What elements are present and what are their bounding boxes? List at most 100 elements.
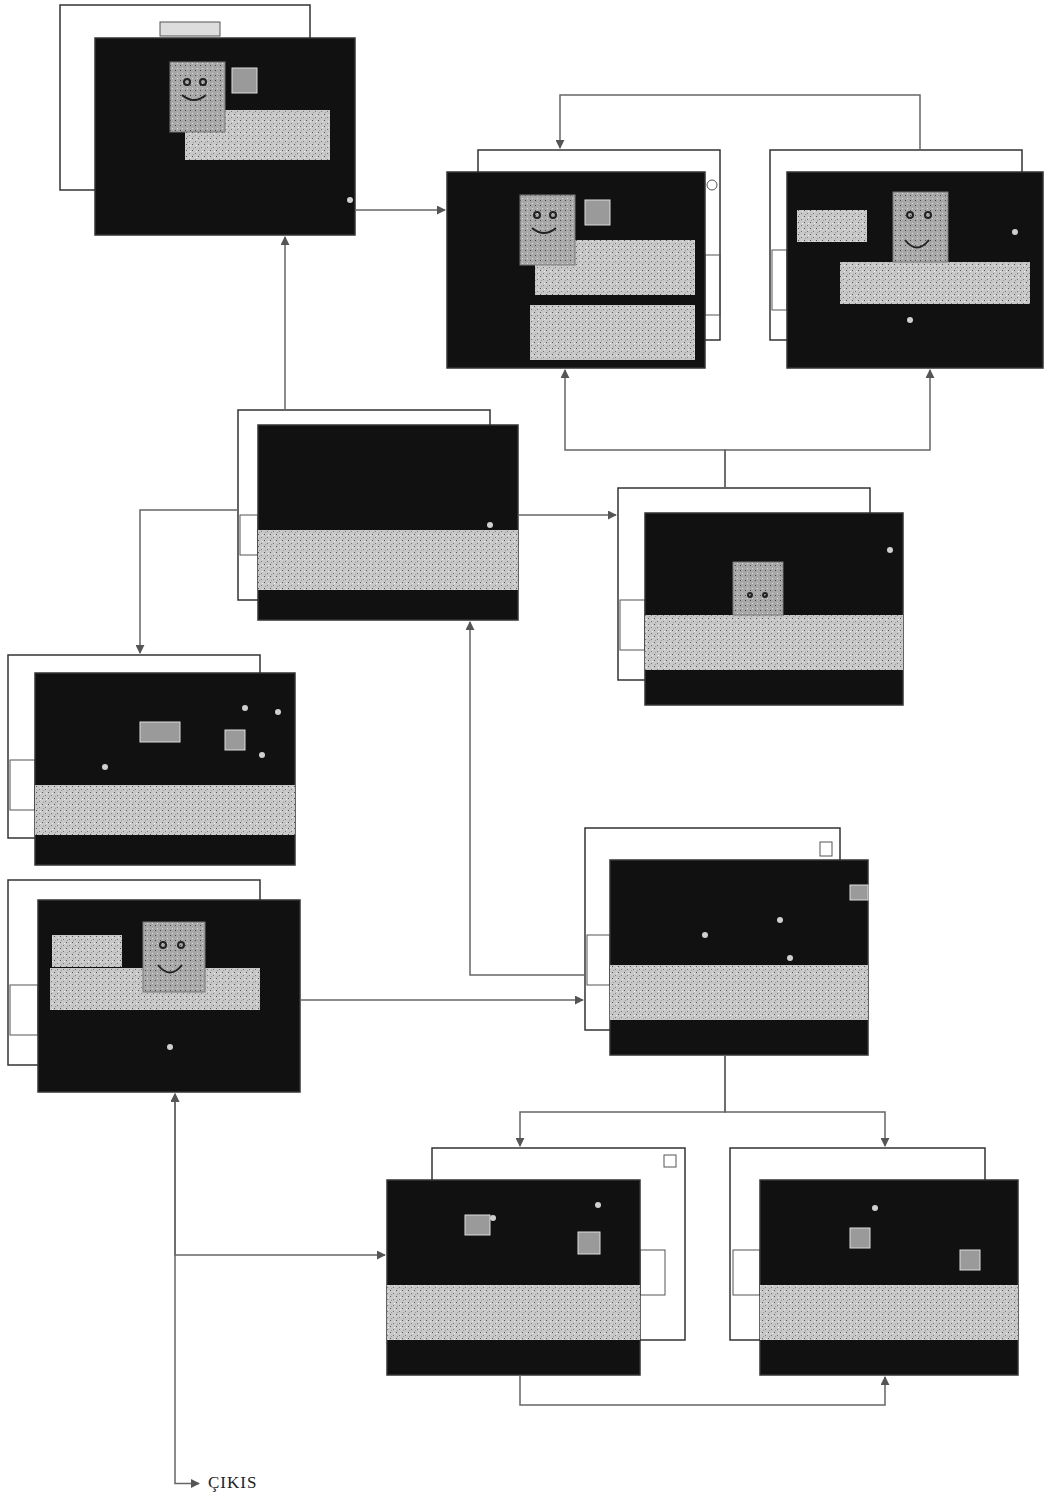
game-screen [238,410,518,620]
flow-arrow [175,1094,199,1484]
game-screens [35,38,1043,1375]
character-faces [893,192,948,262]
face-features [178,942,184,948]
ground-bands [840,262,1030,304]
ground-bands [35,110,1030,1340]
window-tabs [705,255,720,315]
face-features [925,212,931,218]
game-screens [447,172,705,368]
flow-arrow [725,1055,885,1146]
exit-text: ÇIKIS [208,1474,258,1493]
star-dots [487,522,493,528]
ground-bands [797,210,867,242]
game-screen [8,655,295,865]
window-tabs [10,985,38,1035]
character-faces [170,62,225,132]
star-dots [787,955,793,961]
window-tabs [160,22,220,36]
face-features [550,212,556,218]
flow-arrow [470,622,585,975]
exit-label: ÇIKIS [205,1472,261,1495]
game-screens [258,425,518,620]
face-features [182,95,206,100]
window-tabs [10,760,35,810]
game-screens [387,1180,640,1375]
face-features [534,212,540,218]
star-dots [1012,229,1018,235]
sprites [232,68,257,93]
sprites [140,722,180,742]
sprites [140,68,980,1270]
star-dots [907,317,913,323]
face-features [158,965,182,973]
face-features [748,593,752,597]
face-features [200,79,206,85]
ground-bands [258,530,518,590]
face-features [160,942,166,948]
star-dots [259,752,265,758]
ground-bands [610,965,868,1020]
game-screens [95,38,355,235]
ground-bands [387,1285,640,1340]
flow-arrow [284,237,286,410]
window-tabs [820,842,832,856]
face-features [905,240,929,248]
star-dots [102,197,1018,1221]
sprites [225,730,245,750]
ground-bands [645,615,903,670]
ground-bands [530,305,695,360]
star-dots [275,709,281,715]
sprites [578,1232,600,1254]
game-screen [387,1148,685,1375]
window-tabs [587,935,610,985]
face-features [532,228,556,233]
game-screens [787,172,1043,368]
sprites [960,1250,980,1270]
star-dots [347,197,353,203]
character-faces [733,562,783,615]
star-dots [102,764,108,770]
flow-arrow [520,1375,885,1405]
star-dots [777,917,783,923]
game-screens [645,513,903,705]
sprites [850,1228,870,1248]
game-screens [610,860,868,1055]
star-dots [490,1215,496,1221]
game-screen [585,828,868,1055]
flow-arrow [355,209,445,211]
flow-arrow [725,370,930,488]
window-tabs [707,180,717,190]
character-faces [143,62,948,992]
window-tabs [240,515,258,555]
flow-arrow [300,999,583,1001]
game-screens [760,1180,1018,1375]
flow-arrow [520,1055,725,1146]
face-features [763,593,767,597]
game-screen [770,150,1043,368]
window-tabs [620,600,645,650]
character-faces [520,195,575,265]
game-screen [447,150,720,368]
window-tabs [733,1250,760,1295]
sprites [465,1215,490,1235]
star-dots [167,1044,173,1050]
star-dots [242,705,248,711]
star-dots [702,932,708,938]
face-features [158,79,931,973]
game-screen [60,5,355,235]
flow-arrow [518,514,616,516]
game-screen [730,1148,1018,1375]
window-tabs [772,250,787,310]
sprites [585,200,610,225]
window-tabs [640,1250,665,1295]
game-screens [35,673,295,865]
star-dots [872,1205,878,1211]
face-features [907,212,913,218]
ground-bands [35,785,295,835]
ground-bands [52,935,122,967]
face-features [184,79,190,85]
flow-arrow [565,370,725,488]
